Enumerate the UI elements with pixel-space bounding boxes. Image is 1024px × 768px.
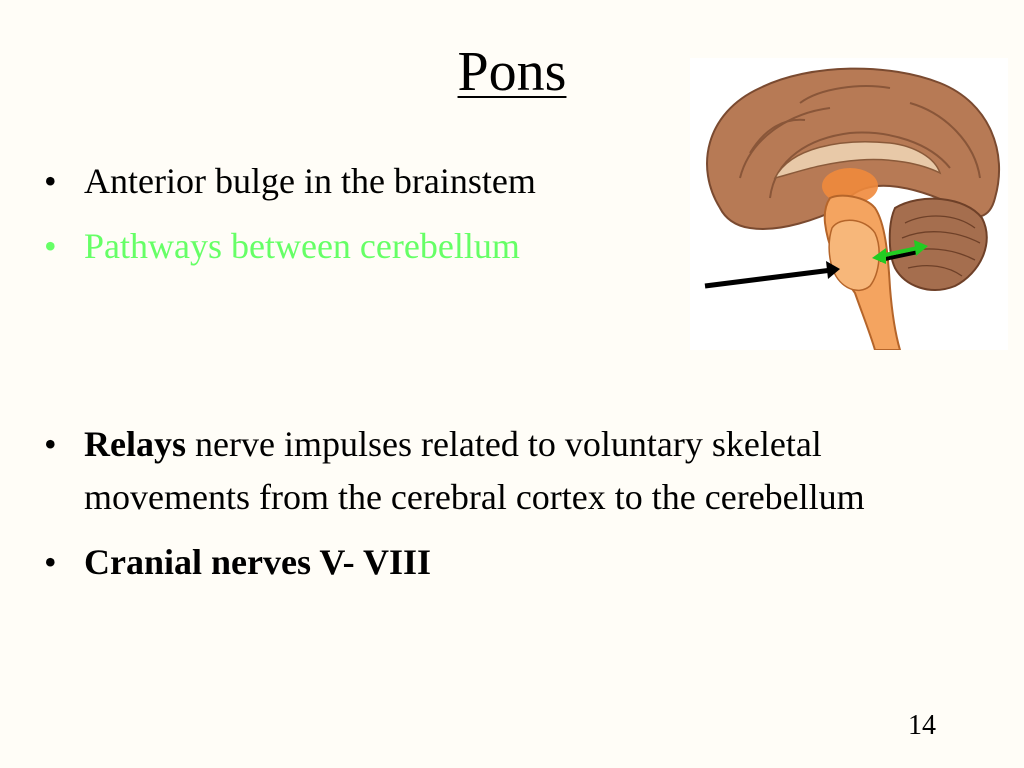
bullet-text: Anterior bulge in the brainstem <box>84 161 536 201</box>
bullet-bold-text: Cranial nerves V- VIII <box>84 542 432 582</box>
slide-title: Pons <box>457 41 567 103</box>
bullet-text: Pathways between cerebellum <box>84 226 520 266</box>
brain-sagittal-illustration <box>690 58 1008 350</box>
pointer-arrow <box>704 261 840 289</box>
bullet-list-top: • Anterior bulge in the brainstem • Path… <box>40 155 690 285</box>
corpus-callosum <box>773 141 942 180</box>
bullet-symbol: • <box>44 542 57 582</box>
bullet-anterior-bulge: • Anterior bulge in the brainstem <box>40 155 690 208</box>
bullet-symbol: • <box>44 424 57 464</box>
pons <box>828 219 880 291</box>
page-number: 14 <box>908 710 936 741</box>
thalamus <box>822 168 878 204</box>
pathway-arrow <box>872 240 928 264</box>
bullet-list-bottom: • Relays nerve impulses related to volun… <box>40 418 970 601</box>
brain-svg <box>704 67 1001 350</box>
bullet-symbol: • <box>44 226 57 266</box>
bullet-bold-text: Relays <box>84 424 186 464</box>
bullet-relays: • Relays nerve impulses related to volun… <box>40 418 970 524</box>
bullet-text: nerve impulses related to voluntary skel… <box>84 424 865 517</box>
bullet-cranial-nerves: • Cranial nerves V- VIII <box>40 536 970 589</box>
cerebellum <box>888 197 988 291</box>
bullet-pathways: • Pathways between cerebellum <box>40 220 690 273</box>
bullet-symbol: • <box>44 161 57 201</box>
